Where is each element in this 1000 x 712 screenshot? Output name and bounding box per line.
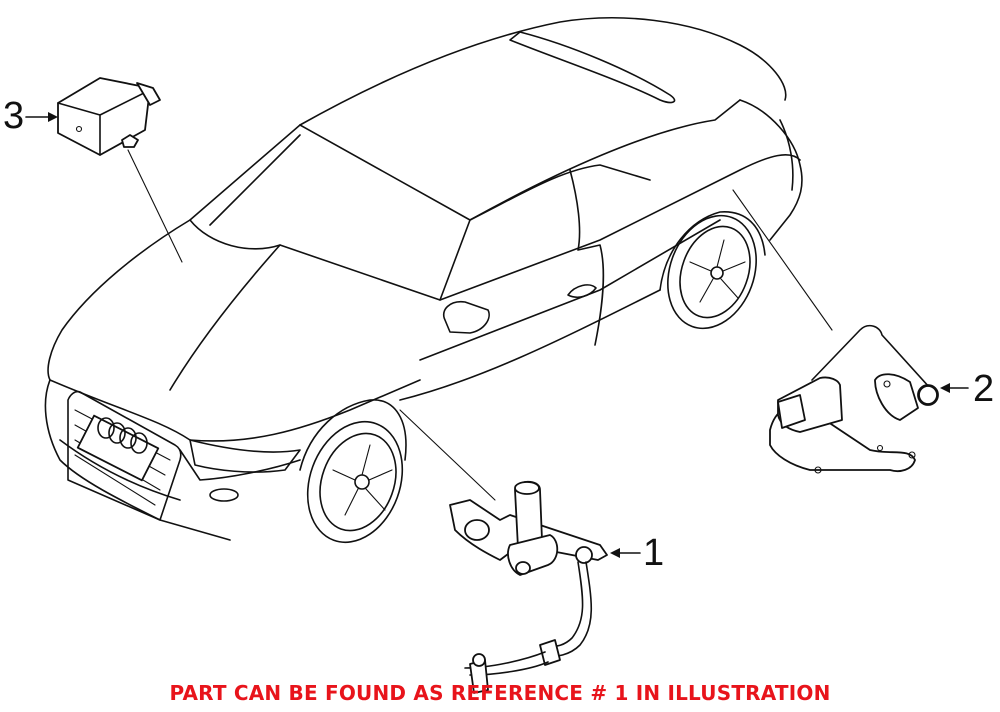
leader-lines <box>127 149 833 501</box>
four-rings-logo-icon <box>97 417 148 454</box>
callout-arrow-1 <box>610 548 641 558</box>
reference-note: PART CAN BE FOUND AS REFERENCE # 1 IN IL… <box>169 681 831 705</box>
callout-arrow-3 <box>25 112 58 122</box>
callout-number-2: 2 <box>973 368 995 410</box>
car-body <box>44 17 803 541</box>
callout-arrow-2 <box>940 383 969 393</box>
front-wheel <box>299 399 407 544</box>
part-2-rear-sensor <box>769 324 939 474</box>
front-grille <box>67 390 182 521</box>
rear-wheel <box>659 211 766 330</box>
callout-number-1: 1 <box>643 532 665 574</box>
part-1-front-sensor <box>449 480 608 694</box>
callout-number-3: 3 <box>3 95 25 137</box>
part-3-control-module <box>57 77 161 156</box>
